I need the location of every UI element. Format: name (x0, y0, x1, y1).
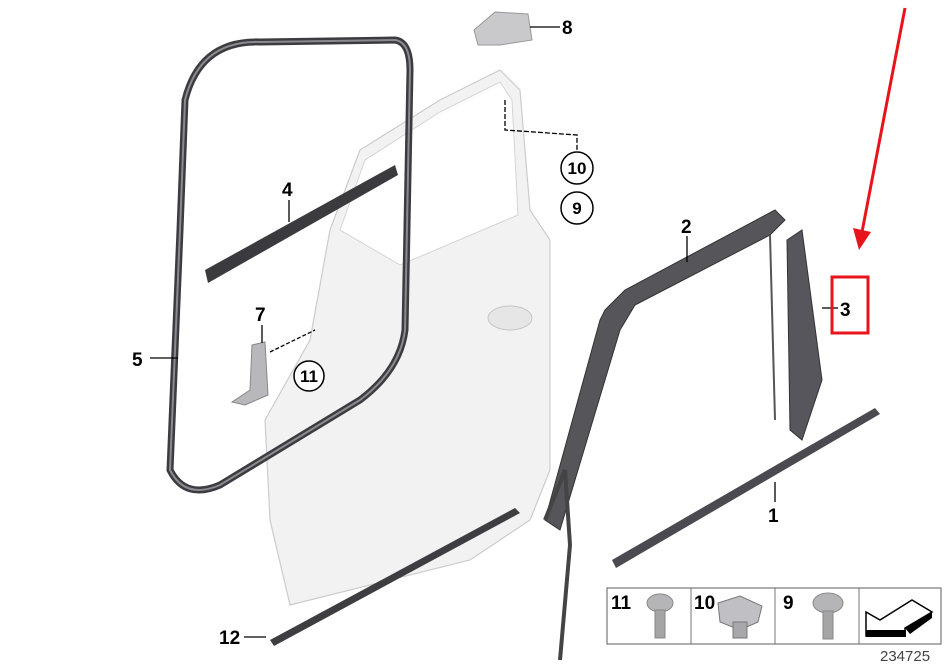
callout-8: 8 (562, 18, 573, 39)
callout-5: 5 (132, 350, 143, 371)
callout-9: 9 (572, 199, 581, 218)
part-2-frame-trim (544, 209, 786, 531)
clip-nut-icon (717, 595, 763, 639)
callout-4: 4 (282, 180, 293, 201)
callout-1: 1 (768, 506, 779, 527)
part-8-bracket (473, 11, 533, 46)
legend-label-9: 9 (783, 593, 794, 614)
fastener-legend: 11 10 9 (606, 587, 942, 645)
diagram-number: 234725 (880, 648, 930, 665)
screw-icon (812, 592, 844, 640)
callout-12: 12 (219, 628, 240, 649)
callout-9-circle (560, 191, 594, 225)
legend-label-11: 11 (611, 593, 632, 614)
door-handle-recess (487, 305, 533, 331)
part-1-sill-strip (612, 408, 880, 568)
part-12-bottom-strip (270, 508, 520, 646)
part-7-bracket (230, 341, 269, 406)
red-arrow-icon (853, 7, 907, 250)
callout-2: 2 (681, 217, 692, 238)
part-3-pillar-trim (786, 229, 823, 441)
part-4-strip (205, 165, 398, 283)
callout-7: 7 (255, 305, 266, 326)
door-panel (264, 69, 551, 606)
screw-icon (646, 593, 674, 639)
callout-10: 10 (568, 159, 587, 178)
legend-label-10: 10 (694, 593, 715, 614)
callout-11-circle (293, 360, 325, 392)
callout-11: 11 (300, 367, 318, 386)
callout-3: 3 (840, 300, 851, 321)
front-direction-arrow-icon (865, 599, 934, 637)
highlight-box-part-3 (830, 275, 870, 335)
callout-10-circle (560, 151, 594, 185)
